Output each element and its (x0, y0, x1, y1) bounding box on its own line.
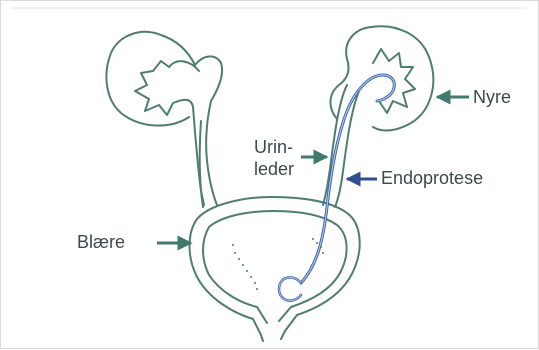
nyre-label: Nyre (473, 87, 511, 108)
blaere-label: Blære (77, 232, 125, 253)
left-kidney (106, 32, 222, 205)
endoprotese-label: Endoprotese (381, 168, 483, 189)
urinleder-label-line2: leder (254, 159, 294, 180)
urinleder-label-line1: Urin- (254, 137, 293, 158)
stent (279, 75, 394, 301)
bladder-outer (190, 197, 360, 341)
right-ureter (323, 85, 347, 205)
bladder-dots (232, 238, 324, 290)
left-kidney-inner (135, 61, 204, 205)
